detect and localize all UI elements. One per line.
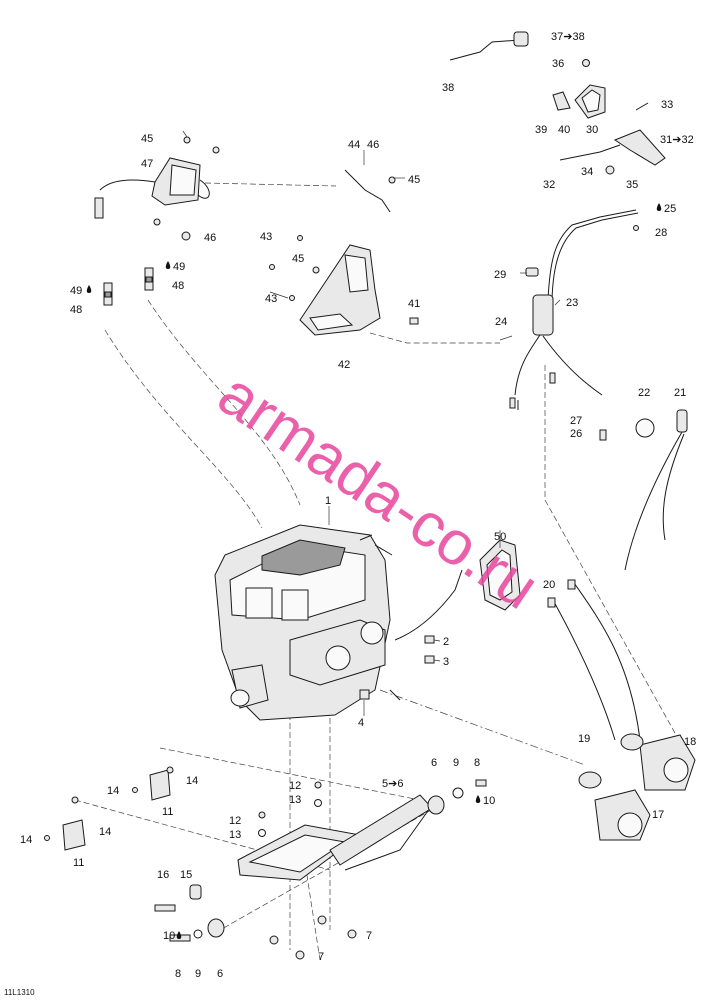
air-intake-box [479,539,521,611]
part-label-28: 28 [655,227,667,239]
part-label-3: 3 [443,656,449,668]
part-label-14b: 14 [186,775,198,787]
spark-plug-right [144,267,154,291]
part-label-12a: 12 [289,780,301,792]
part-label-40: 40 [558,124,570,136]
fuel-lines [547,579,641,741]
part-label-43a: 43 [260,231,272,243]
part-label-36: 36 [552,58,564,70]
part-label-5: 5➔6 [382,778,403,790]
part-labels: 1 2 3 4 5➔6 6 6 7 7 8 8 9 9 10 10 11 11 … [20,31,696,980]
part-label-43b: 43 [265,293,277,305]
engine-cradle [154,779,487,960]
part-label-15: 15 [180,869,192,881]
oil-drop-icon-10b [176,931,182,939]
part-label-14c: 14 [20,834,32,846]
part-label-49b: 49 [173,261,185,273]
part-label-45b: 45 [408,174,420,186]
ecm-bracket [269,169,419,336]
part-label-7a: 7 [366,930,372,942]
part-label-42: 42 [338,359,350,371]
part-label-4: 4 [358,717,364,729]
engine-small-parts [359,635,435,700]
part-label-46a: 46 [367,139,379,151]
part-label-6a: 6 [431,757,437,769]
oil-drop-icon-49a [86,285,92,293]
ignition-coil [94,136,220,241]
part-label-47: 47 [141,158,153,170]
part-label-49a: 49 [70,285,82,297]
part-label-38: 38 [442,82,454,94]
spark-plug-left [103,282,113,306]
part-label-26: 26 [570,428,582,440]
part-label-48b: 48 [172,280,184,292]
part-label-17: 17 [652,809,664,821]
oil-drop-icon-49b [165,261,171,269]
diagram-code: 11L1310 [4,988,35,997]
part-label-7b: 7 [318,951,324,963]
oil-drop-icon-25 [656,203,662,211]
part-label-10b: 10 [163,930,175,942]
engine-block [214,524,463,721]
part-label-46b: 46 [204,232,216,244]
part-label-13a: 13 [289,794,301,806]
part-label-11b: 11 [73,857,84,869]
leader-lines [182,130,561,716]
part-label-6b: 6 [217,968,223,980]
part-label-20: 20 [543,579,555,591]
part-label-23: 23 [566,297,578,309]
carburetor-rear [620,733,696,791]
part-label-30: 30 [586,124,598,136]
part-label-37: 37➔38 [551,31,585,43]
part-label-41: 41 [408,298,420,310]
part-label-44: 44 [348,139,360,151]
part-label-8a: 8 [474,757,480,769]
part-label-13b: 13 [229,829,241,841]
part-label-10a: 10 [483,795,495,807]
part-label-48a: 48 [70,304,82,316]
engine-mount-upper [149,766,174,801]
part-label-45a: 45 [141,133,153,145]
part-label-12b: 12 [229,815,241,827]
part-label-39: 39 [535,124,547,136]
throttle-cable-assembly [509,209,639,441]
part-label-24: 24 [495,316,507,328]
part-label-11a: 11 [162,806,173,818]
part-label-45c: 45 [292,253,304,265]
part-label-50: 50 [494,531,506,543]
part-label-9b: 9 [195,968,201,980]
part-label-21: 21 [674,387,686,399]
part-label-35: 35 [626,179,638,191]
part-label-31: 31➔32 [660,134,694,146]
part-label-34: 34 [581,166,593,178]
cable-boot [624,409,688,571]
part-label-33: 33 [661,99,673,111]
part-label-25: 25 [664,203,676,215]
part-label-9a: 9 [453,757,459,769]
part-label-29: 29 [494,269,506,281]
carburetor-front [578,771,651,841]
part-label-1: 1 [325,495,331,507]
part-label-32: 32 [543,179,555,191]
oil-drop-icon-10a [475,795,481,803]
part-label-22: 22 [638,387,650,399]
part-label-8b: 8 [175,968,181,980]
throttle-housing [449,31,666,175]
part-label-16: 16 [157,869,169,881]
engine-mount-lower [44,787,138,851]
part-label-19: 19 [578,733,590,745]
part-label-27: 27 [570,415,582,427]
part-label-14a: 14 [107,785,119,797]
part-label-2: 2 [443,636,449,648]
part-label-18: 18 [684,736,696,748]
part-label-14d: 14 [99,826,111,838]
